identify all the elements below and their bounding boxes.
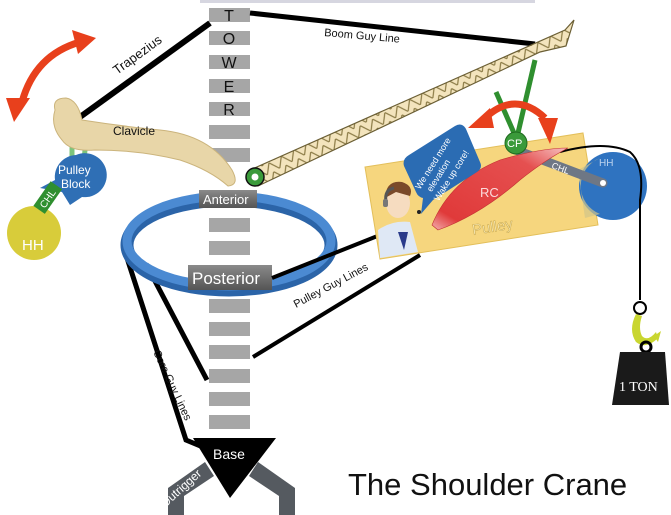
hook-and-weight: 1 TON [612,301,669,405]
cp-ligaments [493,59,538,135]
posterior-label-box: Posterior [188,265,272,290]
humeral-head-right [579,152,647,220]
tower-letter: W [221,55,237,72]
tower-letter: R [223,102,235,119]
core-guy-lines-label: Core Guy Lines [150,348,193,423]
tower-segment [209,125,250,139]
tower-segment [209,415,250,429]
diagram-title: The Shoulder Crane [348,467,627,502]
tower-segment [209,369,250,383]
tower-segment [209,345,250,359]
rotation-arrow-left-icon [6,30,96,122]
posterior-label: Posterior [192,269,260,288]
anterior-label: Anterior [203,192,249,207]
humeral-head-left [7,206,61,260]
tower-segment [209,31,250,45]
pulley-block-label-line1: Pulley [58,163,91,177]
tower-letter: E [224,79,235,96]
cp-node [504,131,528,155]
tower-segment [209,392,250,406]
anterior-label-box: Anterior [199,190,257,208]
boom-guy-line [249,10,536,47]
tower-segment [209,299,250,313]
tower-letter: O [223,31,235,48]
weight-label: 1 TON [619,380,658,395]
tower-segment [209,55,250,69]
cp-label: CP [507,138,522,150]
clavicle-bone [53,97,236,187]
hh-right-label: HH [599,158,613,169]
pulley-guy-lines [251,233,422,359]
tower-segment [209,322,250,336]
top-strip [200,0,535,3]
crane-base: Base [193,438,276,498]
clavicle-label: Clavicle [113,124,155,138]
base-label: Base [213,446,245,462]
tower-letters: T O W E R [221,8,237,119]
hh-left-label: HH [22,237,44,254]
tower-segment [209,102,250,116]
trapezius-label: Trapezius [110,32,165,78]
tower-inner-segments [209,218,250,255]
pulley-block-label-line2: Block [61,177,91,191]
trapezius-line [78,20,212,120]
pulley-label: Pulley [471,216,515,239]
pulley-block [40,153,107,205]
rotation-arrow-right-icon [468,100,558,144]
rc-label: RC [480,185,499,200]
hoist-cable [559,145,643,300]
tower-letter: T [224,8,234,25]
tower-segment [209,79,250,93]
coach-illustration [378,181,421,258]
weight-block [612,352,669,405]
tower-segment [209,8,250,22]
